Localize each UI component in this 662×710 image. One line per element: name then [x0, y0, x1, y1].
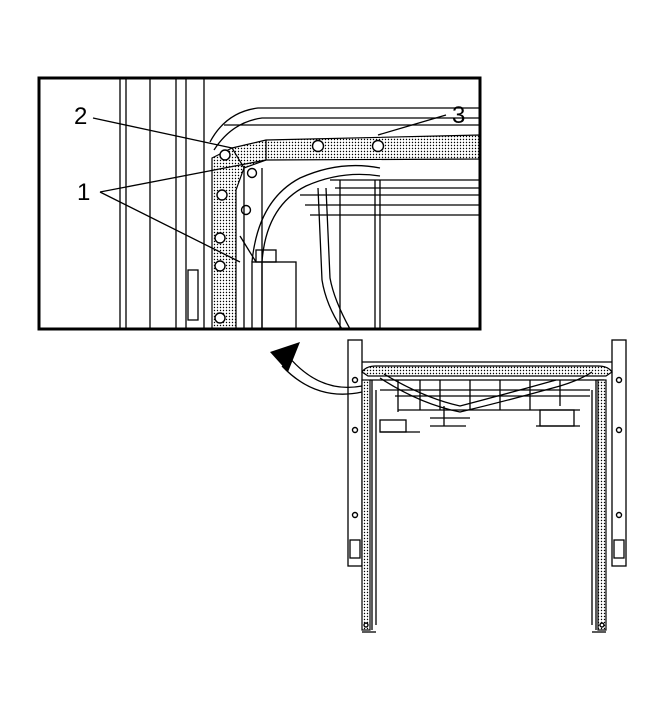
callout-leaders	[92, 114, 447, 263]
overview-right-seal	[597, 379, 607, 631]
detail-inner-panel	[243, 168, 480, 329]
overview-assembly	[347, 339, 627, 633]
detail-view	[37, 76, 482, 331]
detail-side-frame	[119, 78, 205, 329]
top-seal-strip	[231, 134, 480, 169]
connector-block	[239, 235, 297, 329]
overview-left-seal	[361, 379, 371, 631]
callout-2: 2	[74, 103, 87, 130]
callout-1: 1	[77, 179, 90, 206]
callout-3: 3	[452, 102, 465, 129]
view-direction-arrow	[270, 342, 363, 395]
detail-frame	[37, 76, 482, 331]
wire-harness	[251, 164, 381, 329]
fastener-holes	[214, 139, 385, 324]
